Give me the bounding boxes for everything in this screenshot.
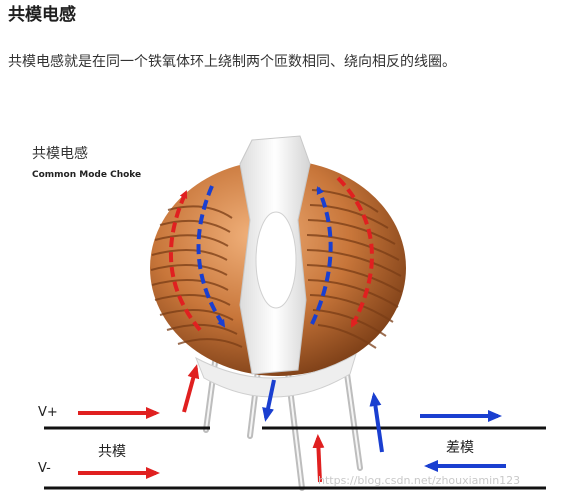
flux-arrow-red-right	[336, 176, 374, 328]
flux-arrow-blue-right	[310, 186, 333, 325]
choke-illustration: 共模电感 Common Mode Choke	[32, 135, 546, 491]
label-differential-mode: 差模	[446, 440, 474, 456]
arrow-pin-blue-right	[369, 392, 384, 453]
description-paragraph: 共模电感就是在同一个铁氧体环上绕制两个匝数相同、绕向相反的线圈。	[8, 54, 456, 70]
label-common-mode: 共模	[98, 444, 126, 460]
toroid-core	[150, 135, 406, 398]
flux-arrow-blue-left	[196, 185, 226, 328]
line-label-positive: V+	[38, 405, 58, 420]
right-winding	[306, 189, 402, 349]
flux-arrows	[169, 176, 374, 332]
circuit-lines	[44, 426, 546, 490]
section-heading: 共模电感	[8, 5, 76, 25]
flux-arrow-red-left	[169, 190, 202, 332]
line-label-negative: V-	[38, 461, 51, 476]
current-arrows	[78, 364, 506, 483]
arrow-pin-red-left	[182, 364, 200, 413]
figure-title-cn: 共模电感	[32, 145, 88, 162]
arrow-pin-red-right	[312, 434, 325, 483]
arrow-pin-blue-left	[262, 379, 276, 422]
watermark-url: https://blog.csdn.net/zhouxiamin123	[318, 474, 520, 487]
choke-figure: 共模电感 Common Mode Choke	[0, 100, 570, 496]
figure-title-en: Common Mode Choke	[32, 170, 141, 180]
